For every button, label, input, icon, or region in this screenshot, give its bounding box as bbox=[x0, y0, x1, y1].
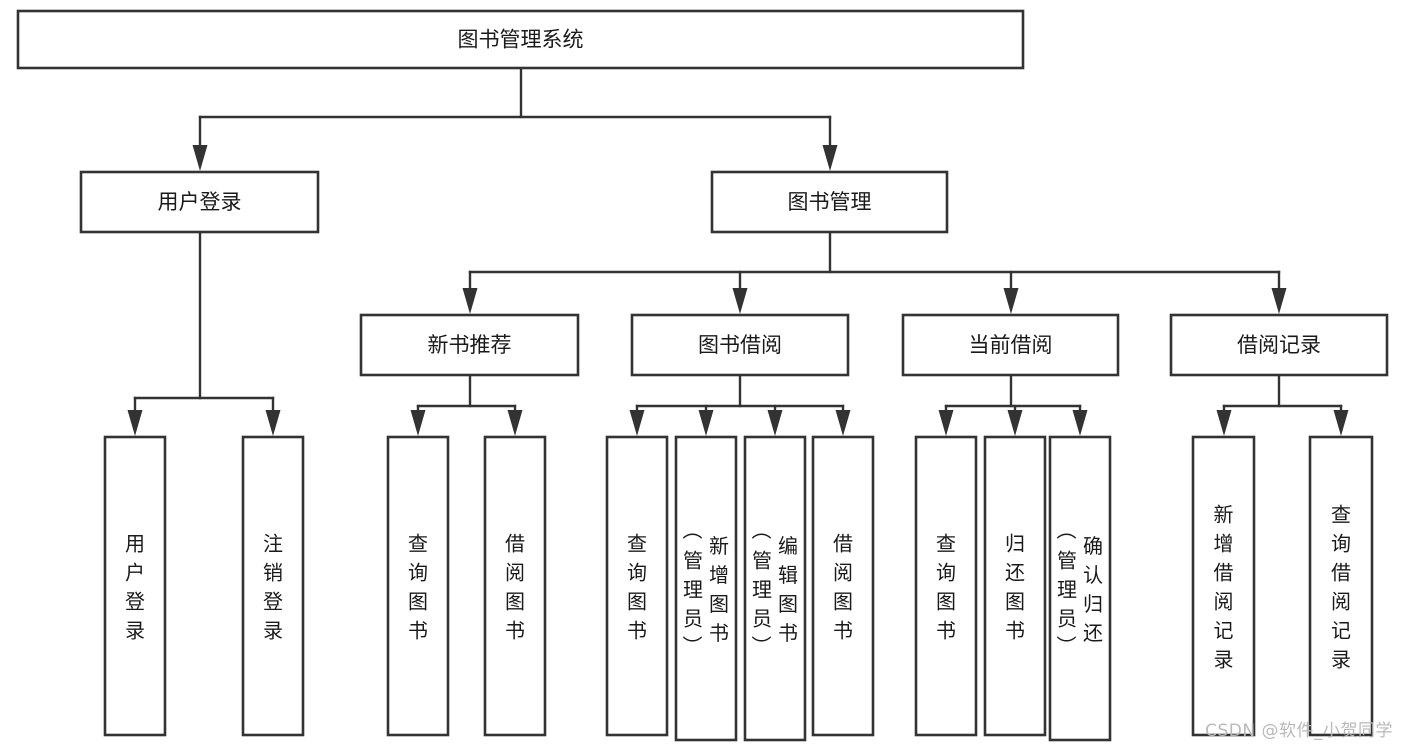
node-user-login[interactable]: 用户登录 bbox=[79, 170, 320, 234]
node-box-new-book-recommend bbox=[359, 313, 580, 377]
arrow-head-icon bbox=[698, 410, 714, 436]
node-label-leaf-return-book: 归还图书 bbox=[1005, 532, 1025, 643]
edge-group-new-book-recommend bbox=[410, 373, 523, 436]
node-box-leaf-query-book-borrow bbox=[605, 435, 669, 737]
node-box-leaf-logout bbox=[241, 435, 305, 737]
arrow-head-icon bbox=[1007, 410, 1023, 436]
node-label-leaf-edit-book-col1: （管理员） bbox=[751, 520, 772, 660]
node-box-book-borrow bbox=[630, 313, 850, 377]
node-box-leaf-query-book-recommend bbox=[386, 435, 450, 737]
node-new-book-recommend[interactable]: 新书推荐 bbox=[359, 313, 580, 377]
arrow-head-icon bbox=[1333, 410, 1349, 436]
node-label-leaf-query-book-recommend: 查询图书 bbox=[408, 532, 428, 643]
arrow-head-icon bbox=[127, 410, 143, 436]
node-label-borrow-record: 借阅记录 bbox=[1237, 333, 1321, 357]
edge-group-borrow-record bbox=[1216, 373, 1349, 436]
arrow-head-icon bbox=[507, 410, 523, 436]
arrow-head-icon bbox=[1003, 288, 1019, 314]
edge-group-book-borrow bbox=[629, 373, 851, 436]
node-label-leaf-confirm-return-col0: 确认归还 bbox=[1083, 534, 1103, 645]
node-label-leaf-query-borrow-record: 查询借阅记录 bbox=[1331, 503, 1351, 672]
node-label-leaf-logout: 注销登录 bbox=[263, 532, 283, 643]
node-leaf-user-login[interactable]: 用户登录 bbox=[103, 435, 167, 737]
node-box-leaf-add-book bbox=[674, 435, 738, 742]
node-book-borrow[interactable]: 图书借阅 bbox=[630, 313, 850, 377]
arrow-head-icon bbox=[822, 145, 838, 171]
arrow-head-icon bbox=[462, 288, 478, 314]
node-label-leaf-add-book-col0: 新增图书 bbox=[709, 534, 729, 645]
arrow-head-icon bbox=[835, 410, 851, 436]
node-label-leaf-query-book-borrow: 查询图书 bbox=[627, 532, 647, 643]
node-label-current-borrow: 当前借阅 bbox=[969, 333, 1053, 357]
arrow-head-icon bbox=[1271, 288, 1287, 314]
node-box-book-management bbox=[710, 170, 949, 234]
node-box-root bbox=[16, 9, 1025, 70]
node-label-root: 图书管理系统 bbox=[458, 28, 584, 52]
node-leaf-return-book[interactable]: 归还图书 bbox=[983, 435, 1047, 737]
node-box-leaf-user-login bbox=[103, 435, 167, 737]
node-leaf-borrow-book-recommend[interactable]: 借阅图书 bbox=[483, 435, 547, 737]
node-leaf-query-book-recommend[interactable]: 查询图书 bbox=[386, 435, 450, 737]
node-box-leaf-confirm-return bbox=[1048, 435, 1112, 742]
node-label-leaf-add-borrow-record: 新增借阅记录 bbox=[1214, 503, 1234, 672]
arrow-head-icon bbox=[629, 410, 645, 436]
node-leaf-query-borrow-record[interactable]: 查询借阅记录 bbox=[1308, 435, 1374, 737]
node-leaf-add-borrow-record[interactable]: 新增借阅记录 bbox=[1191, 435, 1256, 737]
node-label-book-borrow: 图书借阅 bbox=[698, 333, 782, 357]
node-box-leaf-query-borrow-record bbox=[1308, 435, 1374, 737]
node-label-leaf-borrow-book-recommend: 借阅图书 bbox=[505, 532, 525, 643]
edge-group-user-login bbox=[127, 230, 281, 436]
node-label-leaf-user-login: 用户登录 bbox=[125, 532, 145, 643]
arrow-head-icon bbox=[767, 410, 783, 436]
arrow-head-icon bbox=[265, 410, 281, 436]
node-label-book-management: 图书管理 bbox=[788, 190, 872, 214]
node-box-borrow-record bbox=[1169, 313, 1389, 377]
node-leaf-edit-book[interactable]: 编辑图书 （管理员） bbox=[743, 435, 807, 742]
node-box-user-login bbox=[79, 170, 320, 234]
node-leaf-confirm-return[interactable]: 确认归还 （管理员） bbox=[1048, 435, 1112, 742]
node-book-management[interactable]: 图书管理 bbox=[710, 170, 949, 234]
node-leaf-logout[interactable]: 注销登录 bbox=[241, 435, 305, 737]
node-root[interactable]: 图书管理系统 bbox=[16, 9, 1025, 70]
node-box-leaf-query-book-current bbox=[914, 435, 978, 737]
node-box-leaf-borrow-book-recommend bbox=[483, 435, 547, 737]
node-leaf-query-book-current[interactable]: 查询图书 bbox=[914, 435, 978, 737]
node-label-leaf-borrow-book: 借阅图书 bbox=[833, 532, 853, 643]
arrow-head-icon bbox=[192, 145, 208, 171]
node-box-leaf-return-book bbox=[983, 435, 1047, 737]
node-box-leaf-borrow-book bbox=[811, 435, 875, 737]
arrow-head-icon bbox=[1072, 410, 1088, 436]
edge-group-root bbox=[192, 66, 838, 171]
node-label-new-book-recommend: 新书推荐 bbox=[428, 333, 512, 357]
node-leaf-borrow-book[interactable]: 借阅图书 bbox=[811, 435, 875, 737]
node-leaf-add-book[interactable]: 新增图书 （管理员） bbox=[674, 435, 738, 742]
node-box-leaf-edit-book bbox=[743, 435, 807, 742]
nodes-layer: 图书管理系统用户登录图书管理新书推荐图书借阅当前借阅借阅记录用户登录注销登录查询… bbox=[16, 9, 1389, 742]
node-label-leaf-edit-book-col0: 编辑图书 bbox=[778, 534, 798, 645]
node-current-borrow[interactable]: 当前借阅 bbox=[901, 313, 1120, 377]
node-box-current-borrow bbox=[901, 313, 1120, 377]
edge-group-current-borrow bbox=[938, 373, 1088, 436]
node-leaf-query-book-borrow[interactable]: 查询图书 bbox=[605, 435, 669, 737]
arrow-head-icon bbox=[938, 410, 954, 436]
node-label-leaf-confirm-return-col1: （管理员） bbox=[1056, 520, 1077, 660]
arrow-head-icon bbox=[1216, 410, 1232, 436]
node-label-leaf-add-book-col1: （管理员） bbox=[682, 520, 703, 660]
edge-group-book-management bbox=[462, 230, 1287, 314]
node-box-leaf-add-borrow-record bbox=[1191, 435, 1256, 737]
arrow-head-icon bbox=[732, 288, 748, 314]
node-label-leaf-query-book-current: 查询图书 bbox=[936, 532, 956, 643]
arrow-head-icon bbox=[410, 410, 426, 436]
connectors-layer bbox=[127, 66, 1349, 436]
node-borrow-record[interactable]: 借阅记录 bbox=[1169, 313, 1389, 377]
node-label-user-login: 用户登录 bbox=[158, 190, 242, 214]
